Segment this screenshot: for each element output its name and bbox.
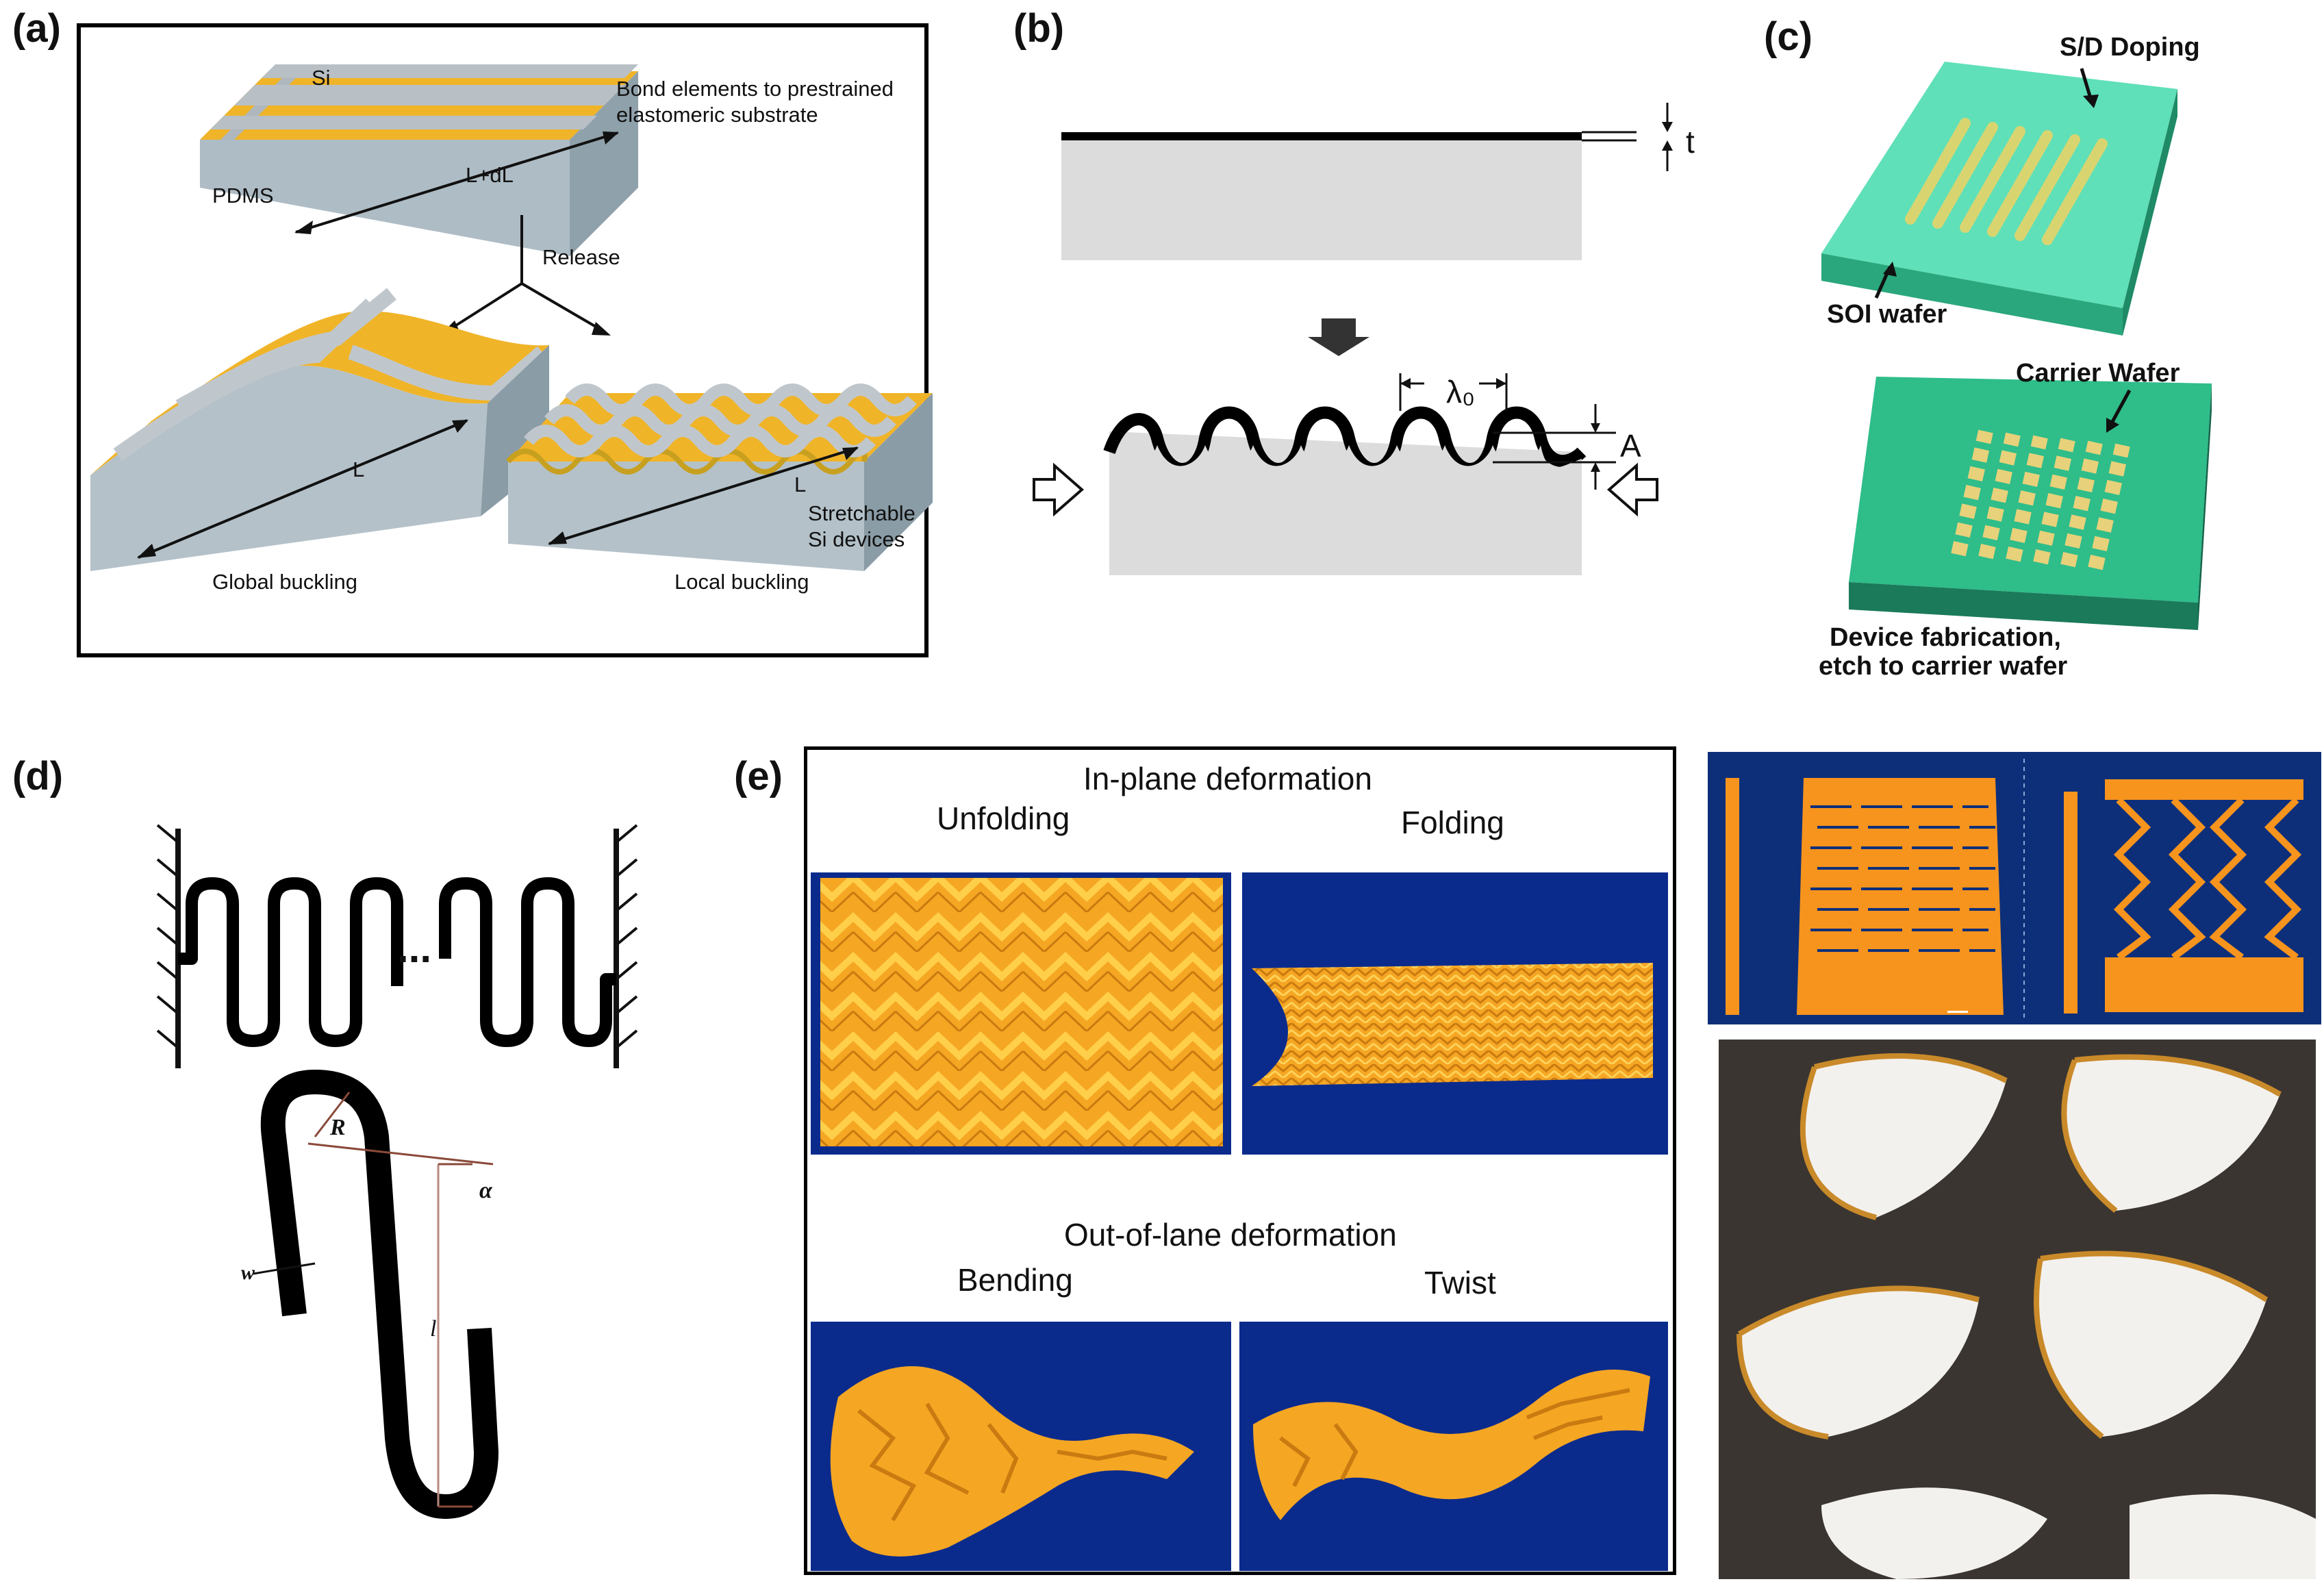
l-dl-label: L+dL (466, 163, 514, 187)
panel-c-diagram (1821, 62, 2212, 630)
panel-b-label: (b) (1013, 6, 1065, 51)
in-plane-title: In-plane deformation (1083, 761, 1372, 796)
thickness-label: t (1686, 124, 1695, 160)
kirigami-photo (1708, 752, 2321, 1024)
bending-image (811, 1322, 1231, 1571)
prestrained-slab (200, 64, 638, 256)
soi-wafer-label: SOI wafer (1827, 300, 1947, 329)
panel-b-diagram (1033, 103, 1673, 575)
panel-a-label: (a) (12, 6, 61, 51)
alpha-label: α (479, 1178, 492, 1203)
si-label: Si (312, 66, 331, 90)
panel-a-diagram (90, 64, 933, 571)
carrier-wafer-label: Carrier Wafer (2016, 359, 2180, 388)
stretchable-line2: Si devices (808, 527, 905, 551)
release-label: Release (542, 245, 620, 269)
l-right-label: L (794, 473, 807, 496)
wrinkled-film (1103, 406, 1587, 575)
out-of-plane-title: Out-of-lane deformation (1064, 1217, 1397, 1253)
twist-origami (1253, 1370, 1650, 1520)
device-array (1951, 429, 2130, 570)
twist-label: Twist (1424, 1265, 1496, 1300)
device-fabrication-line2: etch to carrier wafer (1819, 652, 2068, 681)
unfolding-origami (820, 878, 1223, 1146)
folding-origami (1252, 963, 1653, 1086)
length-label: l (430, 1316, 437, 1342)
folding-image (1242, 872, 1668, 1155)
bending-label: Bending (957, 1262, 1073, 1298)
device-fabrication-line1: Device fabrication, (1830, 623, 2061, 652)
panel-e-label: (e) (734, 754, 783, 798)
mesh-closeup-photo (1719, 1040, 2316, 1579)
ellipsis-label: ... (397, 925, 432, 971)
global-buckling-block (90, 288, 549, 571)
twist-image (1239, 1322, 1668, 1571)
bending-origami (830, 1366, 1194, 1557)
local-buckling-block (505, 383, 933, 571)
panel-e-frame (804, 746, 1676, 1575)
radius-label: R (330, 1115, 346, 1140)
sd-doping-array (1905, 118, 2108, 245)
bond-label-line2: elastomeric substrate (616, 103, 818, 127)
amplitude-label: A (1620, 428, 1641, 464)
local-buckling-label: Local buckling (674, 570, 809, 594)
panel-d-label: (d) (12, 754, 64, 798)
sd-doping-label: S/D Doping (2060, 33, 2200, 62)
width-label: w (241, 1261, 255, 1284)
l-left-label: L (353, 457, 365, 481)
s-shaped-element (260, 1069, 499, 1520)
folding-label: Folding (1401, 805, 1504, 840)
bond-label-line1: Bond elements to prestrained (616, 77, 894, 101)
carrier-wafer (1849, 377, 2212, 630)
wavelength-label: λ₀ (1446, 374, 1476, 410)
panel-c-label: (c) (1764, 14, 1813, 59)
kirigami-sheets (1726, 759, 2303, 1019)
mesh-closeup (1719, 1040, 2316, 1579)
unfolding-image (811, 872, 1231, 1155)
panel-d-serpentine-diagram (156, 824, 638, 1520)
pdms-label: PDMS (212, 184, 274, 207)
stretchable-line1: Stretchable (808, 501, 915, 525)
global-buckling-label: Global buckling (212, 570, 357, 594)
soi-wafer (1821, 62, 2177, 336)
unfolding-label: Unfolding (937, 801, 1070, 836)
panel-a-frame (77, 23, 929, 657)
